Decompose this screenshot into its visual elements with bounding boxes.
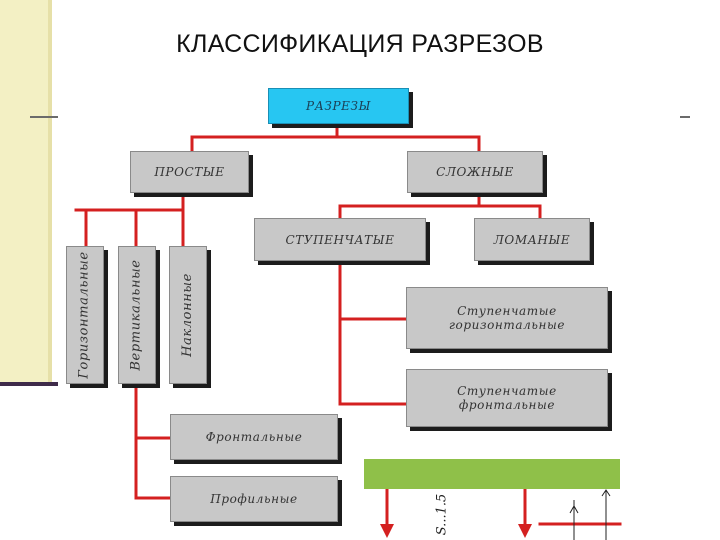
- drawing-scale-label: S...1.5: [432, 488, 452, 540]
- box-inclined-label: Наклонные: [180, 273, 196, 357]
- box-broken: ЛОМАНЫЕ: [474, 218, 590, 261]
- drawing-arrow-left-head: [380, 524, 394, 538]
- slide-accent-rule: [0, 382, 60, 386]
- dimension-tick-2: [601, 489, 611, 497]
- box-simple: ПРОСТЫЕ: [130, 151, 249, 193]
- box-stepped-horizontal-line1: Ступенчатые: [457, 304, 557, 318]
- connector-lines: [74, 122, 622, 540]
- box-frontal: Фронтальные: [170, 414, 338, 460]
- drawing-scale-text: S...1.5: [434, 493, 450, 535]
- box-profile: Профильные: [170, 476, 338, 522]
- slide-left-band-edge: [48, 0, 52, 385]
- drawing-arrow-right-head: [518, 524, 532, 538]
- box-sections-root: РАЗРЕЗЫ: [268, 88, 409, 124]
- box-vertical-label: Вертикальные: [129, 259, 144, 371]
- box-complex: СЛОЖНЫЕ: [407, 151, 543, 193]
- box-stepped-horizontal: Ступенчатые горизонтальные: [406, 287, 608, 349]
- box-stepped: СТУПЕНЧАТЫЕ: [254, 218, 426, 261]
- drawing-green-bar: [364, 459, 620, 489]
- box-vertical: Вертикальные: [118, 246, 156, 384]
- box-horizontal: Горизонтальные: [66, 246, 104, 384]
- box-stepped-horizontal-line2: горизонтальные: [448, 318, 566, 332]
- dimension-tick-1: [569, 504, 579, 514]
- slide-title: КЛАССИФИКАЦИЯ РАЗРЕЗОВ: [176, 30, 544, 58]
- slide-left-band: [0, 0, 48, 385]
- box-horizontal-label: Горизонтальные: [77, 251, 93, 379]
- box-stepped-frontal: Ступенчатые фронтальные: [406, 369, 608, 427]
- box-stepped-frontal-line1: Ступенчатые: [457, 384, 557, 398]
- box-inclined: Наклонные: [169, 246, 207, 384]
- classification-diagram: РАЗРЕЗЫ ПРОСТЫЕ СЛОЖНЫЕ СТУПЕНЧАТЫЕ ЛОМА…: [58, 66, 680, 540]
- box-stepped-frontal-line2: фронтальные: [458, 398, 556, 412]
